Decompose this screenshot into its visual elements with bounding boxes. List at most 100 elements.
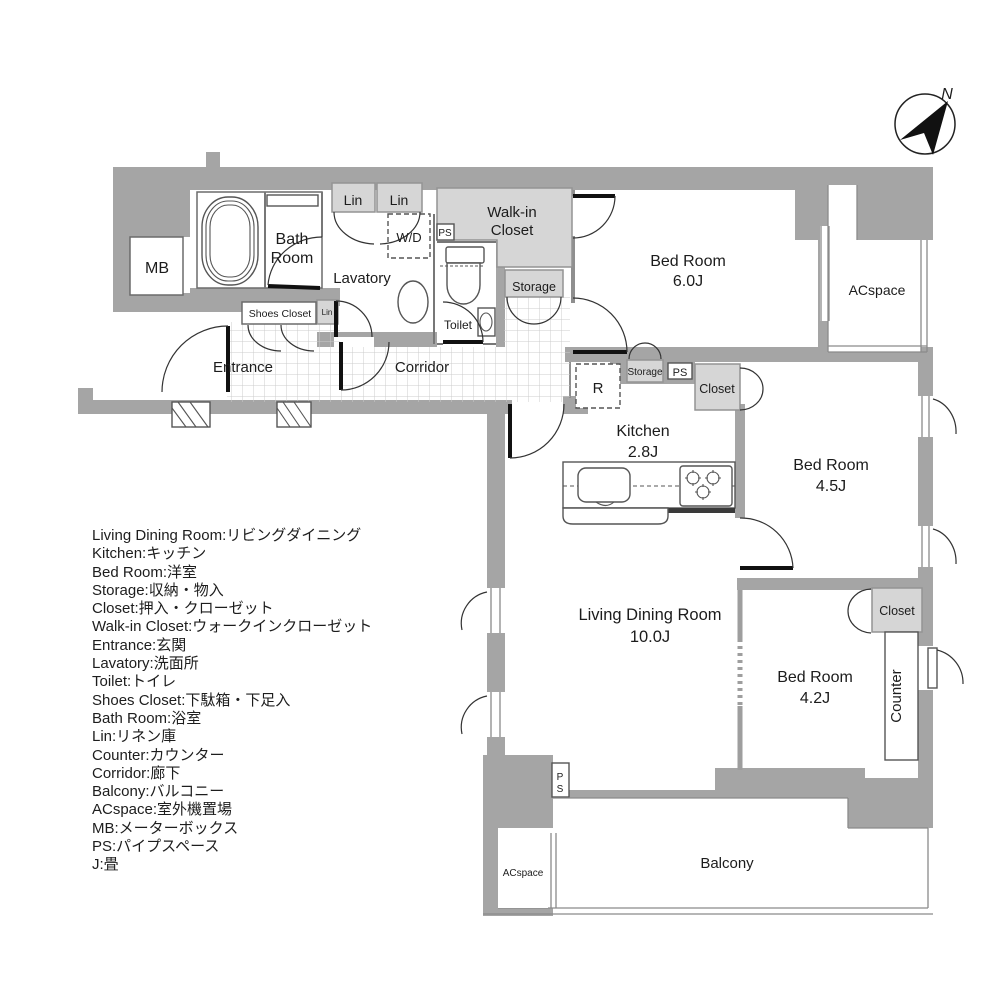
counter-label: Counter bbox=[888, 669, 905, 722]
bedroom42-closet-door-1 bbox=[847, 588, 872, 612]
kitchen-storage-door-1 bbox=[628, 342, 646, 360]
compass-circle bbox=[894, 93, 956, 155]
walk-in-closet-label-2: Closet bbox=[491, 222, 534, 239]
kitchen-storage-label: Storage bbox=[627, 367, 662, 378]
bath-room-label-1: Bath bbox=[276, 231, 309, 248]
legend-line: Balcony:バルコニー bbox=[92, 783, 225, 801]
bedroom45-label-2: 4.5J bbox=[816, 478, 846, 495]
lavatory-label: Lavatory bbox=[333, 270, 391, 287]
entrance-vent-2 bbox=[276, 401, 312, 428]
lin-right-area bbox=[376, 182, 423, 213]
room-labels: MB Bath Room Lin Lin W/D PS Lavatory Toi… bbox=[145, 192, 915, 879]
living-dining-label-1: Living Dining Room bbox=[578, 606, 721, 624]
legend-line: Entrance:玄関 bbox=[92, 636, 187, 654]
compass: N bbox=[894, 86, 956, 155]
legend-line: PS:パイプスペース bbox=[92, 838, 220, 856]
bath-door-arc bbox=[267, 236, 323, 286]
shoes-closet-door-2 bbox=[280, 324, 315, 352]
bath-room-label-2: Room bbox=[271, 250, 314, 267]
corridor-door-arc bbox=[340, 341, 390, 391]
legend-line: Storage:収納・物入 bbox=[92, 581, 224, 599]
shoes-closet-door-1 bbox=[247, 324, 282, 352]
legend-line: Counter:カウンター bbox=[92, 746, 225, 764]
hall-storage-area bbox=[504, 269, 564, 298]
ps-lavatory-box bbox=[436, 223, 455, 241]
bedroom45-label-1: Bed Room bbox=[793, 457, 869, 474]
lin-left-label: Lin bbox=[344, 192, 363, 208]
entrance-vent-1 bbox=[171, 401, 211, 428]
hall-storage-door-1 bbox=[506, 296, 535, 325]
legend-line: Toilet:トイレ bbox=[92, 673, 177, 691]
acspace-balcony-label: ACspace bbox=[503, 868, 544, 879]
bedroom6-label-2: 6.0J bbox=[673, 273, 703, 290]
toilet-door-arc bbox=[442, 301, 484, 343]
kitchen-label-1: Kitchen bbox=[616, 423, 669, 440]
legend-line: Walk-in Closet:ウォークインクローゼット bbox=[92, 618, 373, 636]
legend-line: Lavatory:洗面所 bbox=[92, 655, 199, 673]
living-window-2 bbox=[460, 692, 501, 737]
bathtub bbox=[201, 196, 259, 286]
living-dining-label-2: 10.0J bbox=[630, 628, 670, 646]
refrigerator-label: R bbox=[593, 380, 604, 397]
exterior-areas bbox=[483, 185, 933, 915]
ps-living-label-2: S bbox=[557, 784, 564, 795]
corridor-label: Corridor bbox=[395, 359, 449, 376]
living-window-1 bbox=[460, 588, 501, 633]
bedroom6-window bbox=[820, 226, 830, 321]
acspace-ne-label: ACspace bbox=[849, 282, 906, 298]
compass-needle bbox=[900, 101, 948, 155]
legend-line: ACspace:室外機置場 bbox=[92, 801, 233, 819]
hall-storage-label: Storage bbox=[512, 280, 556, 294]
acspace-balcony-box bbox=[498, 833, 548, 908]
balcony-label: Balcony bbox=[700, 855, 754, 872]
walk-in-closet-label-1: Walk-in bbox=[487, 204, 536, 221]
entrance-label: Entrance bbox=[213, 359, 273, 376]
bedroom42-label-1: Bed Room bbox=[777, 669, 853, 686]
kitchen-sink bbox=[577, 467, 631, 503]
bedroom42-label-2: 4.2J bbox=[800, 690, 830, 707]
lin-left-door bbox=[333, 211, 375, 245]
bedroom42-closet-area bbox=[871, 587, 923, 633]
bedroom6-door-arc bbox=[572, 297, 628, 353]
toilet-label: Toilet bbox=[444, 318, 473, 332]
kitchen-closet-door-2 bbox=[739, 388, 764, 411]
mb-label: MB bbox=[145, 260, 169, 277]
lin-left-area bbox=[331, 182, 376, 213]
bedroom42-exterior-door-arc bbox=[936, 649, 964, 685]
bedroom42-closet-label: Closet bbox=[879, 604, 915, 618]
legend-line: Bath Room:浴室 bbox=[92, 709, 202, 727]
legend-line: Lin:リネン庫 bbox=[92, 728, 177, 746]
entrance-door-arc bbox=[161, 325, 229, 393]
ps-lavatory-label: PS bbox=[438, 228, 452, 239]
counter-strip bbox=[884, 631, 919, 761]
kitchen-closet-door-1 bbox=[739, 367, 764, 390]
kitchen-counter bbox=[562, 461, 736, 525]
legend-line: Corridor:廊下 bbox=[92, 764, 181, 782]
tiled-floors bbox=[227, 297, 570, 402]
balcony-area bbox=[483, 797, 933, 915]
shoes-closet-box bbox=[241, 301, 317, 325]
washer-dryer-box bbox=[387, 213, 431, 259]
legend-line: Kitchen:キッチン bbox=[92, 545, 207, 563]
lin-right-door bbox=[379, 211, 421, 245]
ps-living-label-1: P bbox=[557, 772, 564, 783]
windows bbox=[171, 226, 957, 737]
lavatory-sink bbox=[397, 280, 429, 324]
ps-kitchen-label: PS bbox=[673, 367, 688, 379]
ps-living-box bbox=[551, 762, 570, 798]
hall-storage-door-2 bbox=[533, 296, 562, 325]
stove bbox=[679, 465, 733, 507]
bedroom42-exterior-door-leaf bbox=[927, 647, 938, 689]
kitchen-storage-door-2 bbox=[644, 342, 662, 360]
doors bbox=[161, 194, 964, 689]
bedroom42-closet-door-2 bbox=[847, 610, 872, 634]
legend: Living Dining Room:リビングダイニング Kitchen:キッチ… bbox=[92, 527, 372, 875]
legend-line: Bed Room:洋室 bbox=[92, 563, 198, 581]
compass-north-label: N bbox=[941, 86, 953, 103]
bedroom45-window-1 bbox=[921, 396, 957, 437]
counter-edge bbox=[657, 508, 735, 513]
lin-right-label: Lin bbox=[390, 192, 409, 208]
refrigerator-box bbox=[575, 363, 621, 409]
